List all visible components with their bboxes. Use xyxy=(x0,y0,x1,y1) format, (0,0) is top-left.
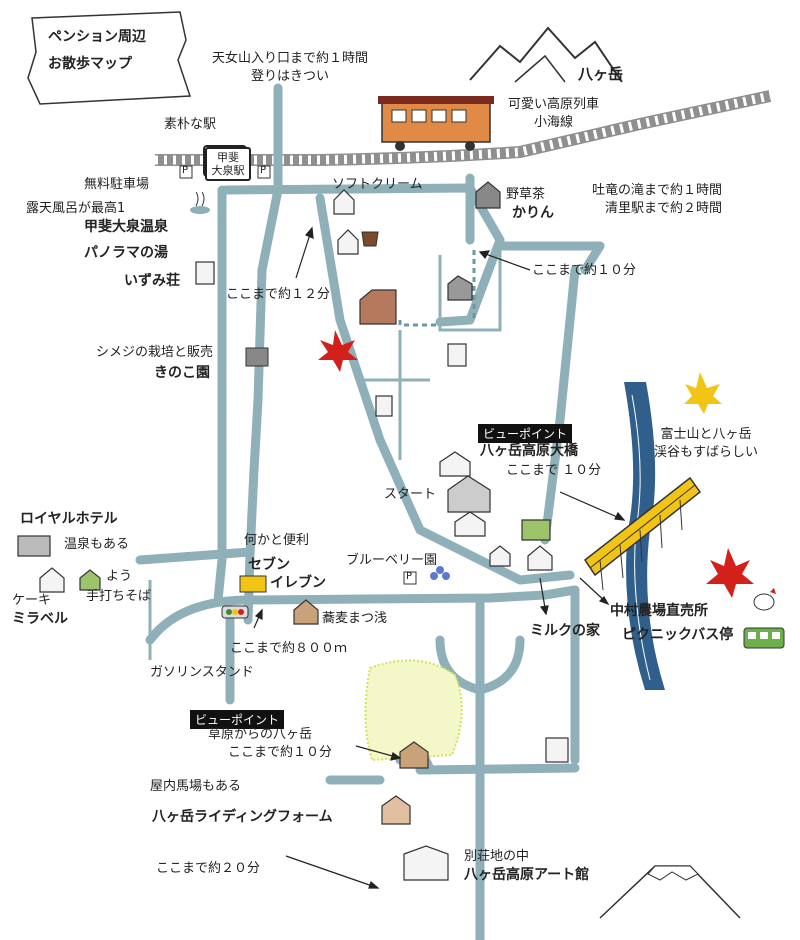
dashed-path-2 xyxy=(398,320,440,327)
train-icon xyxy=(378,96,494,151)
railway xyxy=(155,90,772,166)
minor-roads xyxy=(148,246,502,660)
label-nanika: 何かと便利 xyxy=(244,533,310,548)
label-muryo-parking: 無料駐車場 xyxy=(84,177,150,192)
label-fuji-keikoku: 富士山と八ヶ岳 渓谷もすばらしい xyxy=(654,427,759,460)
label-kawaii-train: 可愛い高原列車 小海線 xyxy=(508,97,600,130)
parking-letter: P xyxy=(260,165,267,176)
label-onsen: 甲斐大泉温泉 xyxy=(84,219,168,235)
parking-letter: P xyxy=(182,165,189,176)
label-rotenburo: 露天風呂が最高1 xyxy=(26,201,126,216)
mountain-icon xyxy=(469,26,623,83)
convenience-store-icon xyxy=(239,575,267,593)
label-okunai: 屋内馬場もある xyxy=(150,779,242,794)
label-koko-10-meadow: ここまで約１０分 xyxy=(228,745,333,760)
label-koko-12: ここまで約１２分 xyxy=(226,287,331,302)
label-eleven: イレブン xyxy=(270,575,326,591)
label-soft-cream: ソフトクリーム xyxy=(332,177,423,192)
chicken-icon xyxy=(753,588,776,611)
label-cake: ケーキ xyxy=(12,593,52,608)
title-scroll xyxy=(27,11,192,105)
label-amanyo: 天女山入り口まで約１時間 登りはきつい xyxy=(212,51,369,84)
mount-fuji-icon xyxy=(599,865,741,919)
label-koko-20: ここまで約２０分 xyxy=(156,861,261,876)
label-start: スタート xyxy=(384,487,437,502)
label-teuchi: 手打ちそば xyxy=(86,589,152,604)
label-izumi: いずみ荘 xyxy=(124,273,180,289)
label-nakamura: 中村農場直売所 xyxy=(610,603,708,619)
mushroom-icon xyxy=(245,347,269,367)
label-yasoucha: 野草茶 xyxy=(506,187,546,202)
label-art: 八ヶ岳高原アート館 xyxy=(464,867,590,883)
label-sobamatsu: 蕎麦まつ浅 xyxy=(322,611,388,626)
viewpoint-badge: ビューポイント xyxy=(478,424,573,443)
maple-leaf-icon xyxy=(318,330,754,598)
label-milk: ミルクの家 xyxy=(530,623,600,639)
meadow xyxy=(364,659,463,762)
label-panorama: パノラマの湯 xyxy=(84,245,168,261)
label-gasoline: ガソリンスタンド xyxy=(150,665,254,680)
label-koko-10-top: ここまで約１０分 xyxy=(532,263,637,278)
label-yatsugatake: 八ヶ岳 xyxy=(578,65,624,83)
traffic-light-icon xyxy=(221,605,249,619)
label-royal: ロイヤルホテル xyxy=(20,511,118,527)
label-soboku-eki: 素朴な駅 xyxy=(164,117,217,132)
house-icon xyxy=(17,181,569,881)
parking-sign-icon xyxy=(179,165,417,585)
label-koko-10-bridge: ここまで １０分 xyxy=(506,463,602,478)
parking-letter: P xyxy=(406,571,413,582)
viewpoint-badge: ビューポイント xyxy=(190,710,285,729)
hot-spring-icon xyxy=(190,191,210,214)
cafe-cup-icon xyxy=(361,231,379,247)
map-title-line2: お散歩マップ xyxy=(48,55,132,72)
label-you: よう xyxy=(106,569,133,584)
label-ohashi: 八ヶ岳高原大橋 xyxy=(480,443,578,459)
map-title: ペンション周辺 お散歩マップ xyxy=(48,24,146,77)
label-karin: かりん xyxy=(512,205,554,221)
label-sougen: 草原からの八ヶ岳 xyxy=(208,727,313,742)
ginkgo-leaf-icon xyxy=(684,372,722,414)
blueberry-icon xyxy=(430,566,450,580)
label-blueberry: ブルーベリー園 xyxy=(346,553,438,568)
label-riding: 八ヶ岳ライディングフォーム xyxy=(152,809,333,825)
bridge-icon xyxy=(583,476,702,591)
roads xyxy=(135,83,605,940)
label-picnic: ピクニックバス停 xyxy=(622,627,734,643)
label-ryuryu: 吐竜の滝まで約１時間 清里駅まで約２時間 xyxy=(592,183,723,216)
label-kinoko: きのこ園 xyxy=(154,365,210,381)
label-koko-800: ここまで約８００ｍ xyxy=(230,641,348,656)
station-name: 甲斐 大泉駅 xyxy=(205,147,251,182)
bus-icon xyxy=(743,627,785,649)
map-title-line1: ペンション周辺 xyxy=(48,29,146,45)
label-shimeji: シメジの栽培と販売 xyxy=(96,345,214,360)
pointer-arrows xyxy=(253,226,626,889)
label-seven: セブン xyxy=(248,557,290,573)
label-mirabel: ミラベル xyxy=(12,611,68,627)
label-bessouchi: 別荘地の中 xyxy=(464,849,530,864)
label-onsen-mo: 温泉もある xyxy=(64,537,130,552)
